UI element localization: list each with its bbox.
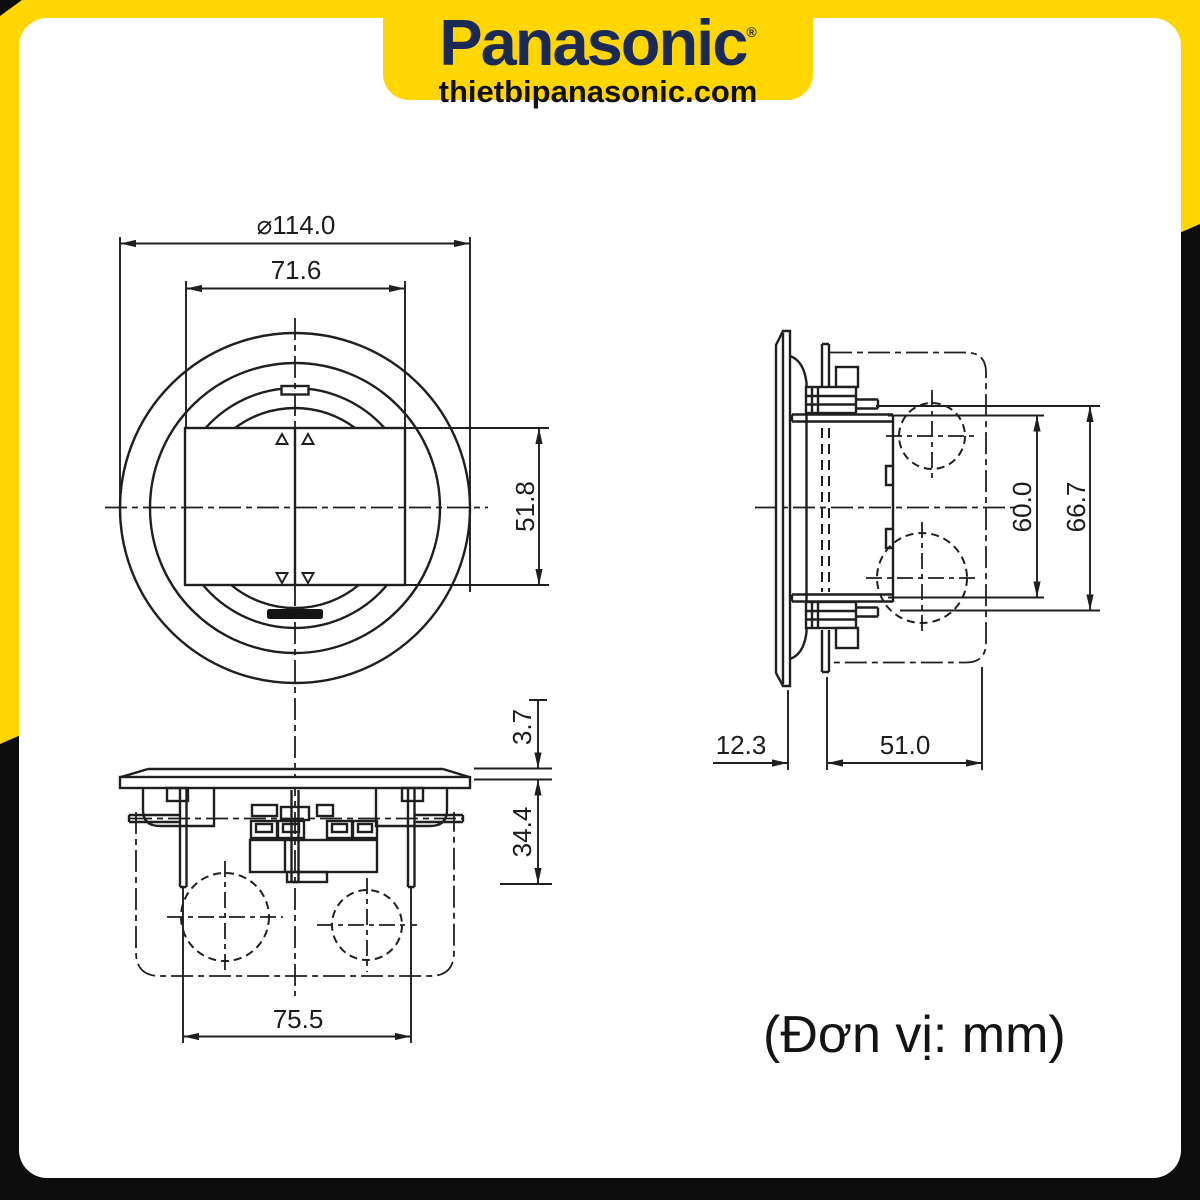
bottom-view: 3.7 34.4 75.5 [118, 699, 552, 1043]
dim-bottom-plate-thickness: 3.7 [507, 709, 537, 745]
brand-badge: Panasonic® thietbipanasonic.com [383, 0, 813, 107]
front-view: ⌀114.0 71.6 51.8 [105, 210, 549, 996]
brand-registered-mark: ® [746, 24, 757, 40]
brand-logo-text: Panasonic [439, 6, 748, 79]
brand-site-text: thietbipanasonic.com [438, 74, 758, 109]
dim-bottom-mount-width: 75.5 [273, 1004, 324, 1034]
brand-logo: Panasonic® [383, 10, 813, 75]
dim-front-diameter: ⌀114.0 [257, 210, 336, 240]
dim-front-height: 51.8 [510, 481, 540, 532]
dim-side-hole-pitch: 60.0 [1007, 482, 1037, 533]
dim-bottom-body-depth: 34.4 [507, 807, 537, 858]
dim-side-front-offset: 12.3 [716, 730, 767, 760]
side-view: 60.0 66.7 12.3 51.0 [713, 329, 1100, 770]
plate-brand-bar [267, 609, 323, 619]
unit-note: (Đơn vị: mm) [763, 1006, 1066, 1064]
dim-side-overall-height: 66.7 [1061, 482, 1091, 533]
dim-front-width: 71.6 [271, 255, 322, 285]
dim-side-box-depth: 51.0 [880, 730, 931, 760]
